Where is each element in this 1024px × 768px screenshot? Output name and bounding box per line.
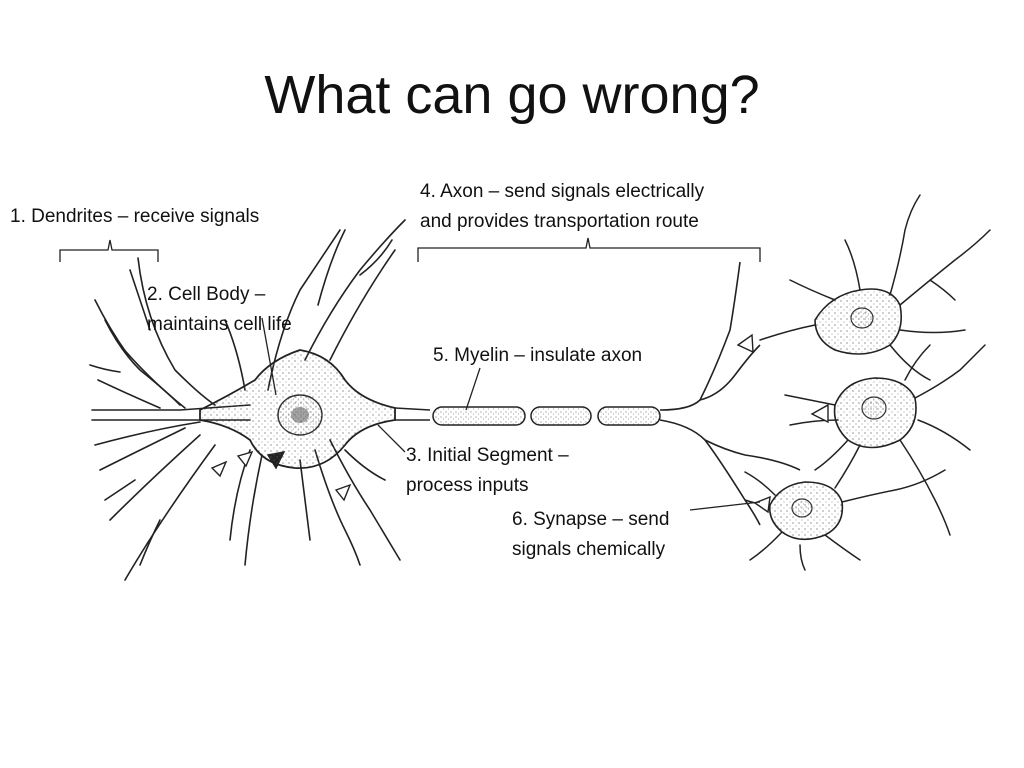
- label-cell-body-line2: maintains cell life: [147, 314, 292, 335]
- target-neuron-bottom: [744, 444, 946, 571]
- label-synapse: 6. Synapse – send signals chemically: [512, 505, 669, 565]
- label-cell-body-line1: 2. Cell Body –: [147, 284, 266, 305]
- label-axon: 4. Axon – send signals electrically and …: [420, 177, 704, 237]
- axon: [394, 261, 801, 526]
- label-myelin-text: 5. Myelin – insulate axon: [433, 345, 643, 366]
- myelin-sheath: [432, 406, 661, 426]
- axon-terminals: [736, 333, 829, 514]
- label-dendrites: 1. Dendrites – receive signals: [10, 202, 259, 232]
- target-neuron-middle: [784, 344, 986, 536]
- label-initial-segment: 3. Initial Segment – process inputs: [406, 441, 569, 501]
- label-dendrites-text: 1. Dendrites – receive signals: [10, 206, 260, 227]
- label-initial-segment-line2: process inputs: [406, 475, 529, 496]
- dendrites: [89, 219, 406, 581]
- label-axon-line1: 4. Axon – send signals electrically: [420, 181, 705, 202]
- slide-title: What can go wrong?: [264, 65, 760, 125]
- label-axon-line2: and provides transportation route: [420, 211, 699, 232]
- target-neuron-top: [759, 194, 991, 381]
- label-initial-segment-line1: 3. Initial Segment –: [406, 445, 569, 466]
- annotation-lines: [59, 237, 761, 511]
- label-synapse-line2: signals chemically: [512, 539, 666, 560]
- label-cell-body: 2. Cell Body – maintains cell life: [147, 280, 292, 340]
- label-synapse-line1: 6. Synapse – send: [512, 509, 670, 530]
- label-myelin: 5. Myelin – insulate axon: [433, 341, 642, 371]
